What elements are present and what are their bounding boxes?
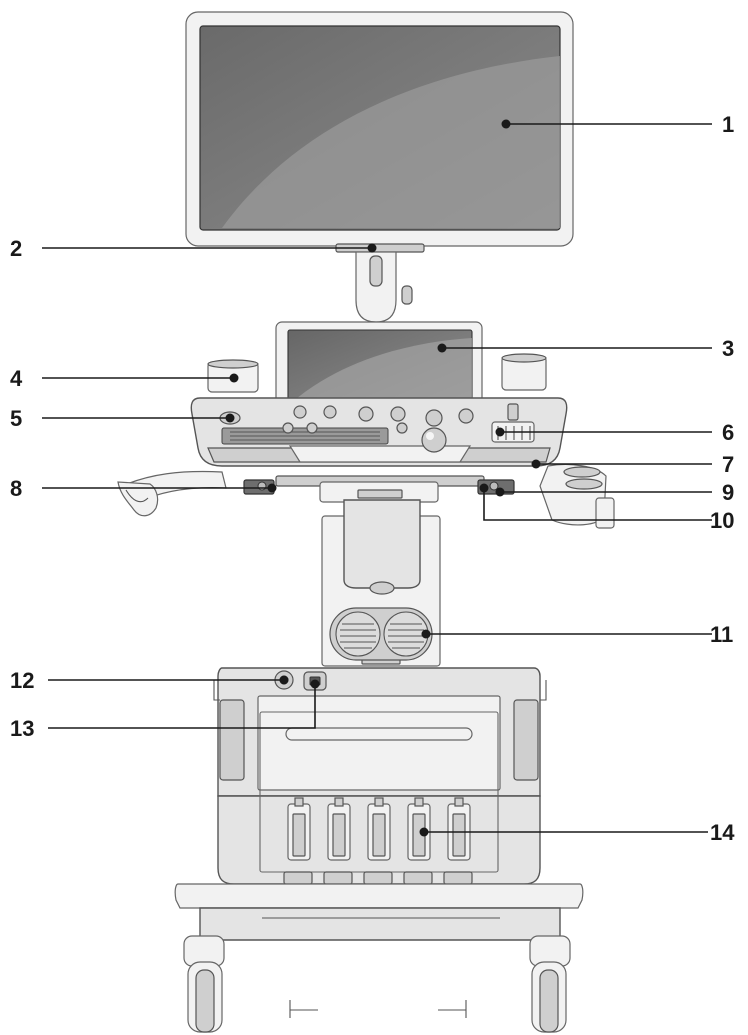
gel-holder-right <box>501 353 547 391</box>
callout-2-label: 2 <box>10 236 22 261</box>
panel-underside <box>243 475 515 503</box>
main-monitor <box>185 11 574 253</box>
base <box>174 883 584 1018</box>
caster-left <box>183 935 225 1033</box>
monitor-screen-reflection <box>222 56 560 228</box>
main-cabinet <box>213 667 547 797</box>
caster-right <box>529 935 571 1033</box>
callout-13: 13 <box>10 679 320 741</box>
front-handle-left <box>117 470 227 517</box>
callout-4-label: 4 <box>10 366 23 391</box>
callout-6: 6 <box>495 420 734 445</box>
probe-holder-right <box>539 463 615 529</box>
front-handle-slot <box>285 727 473 741</box>
speaker-right <box>383 611 429 657</box>
callout-3-label: 3 <box>722 336 734 361</box>
touch-screen <box>275 321 483 413</box>
callout-14-label: 14 <box>710 820 735 845</box>
callout-13-label: 13 <box>10 716 34 741</box>
callout-12-label: 12 <box>10 668 34 693</box>
callout-14: 14 <box>419 820 735 845</box>
callout-1-label: 1 <box>722 112 734 137</box>
callout-8-label: 8 <box>10 476 22 501</box>
monitor-arm <box>355 251 413 323</box>
callout-5: 5 <box>10 406 235 431</box>
callout-9-label: 9 <box>722 480 734 505</box>
callout-6-label: 6 <box>722 420 734 445</box>
callout-12: 12 <box>10 668 289 693</box>
callout-10: 10 <box>479 483 734 533</box>
trackball <box>421 427 447 453</box>
callout-11: 11 <box>421 622 733 647</box>
callout-8: 8 <box>10 476 277 501</box>
callout-7: 7 <box>531 452 734 477</box>
callout-2: 2 <box>10 236 377 261</box>
callout-5-label: 5 <box>10 406 22 431</box>
callout-1: 1 <box>501 112 734 137</box>
callout-4: 4 <box>10 366 239 391</box>
callout-9: 9 <box>495 480 734 505</box>
speakers <box>329 607 433 661</box>
callouts: 1 2 3 4 5 6 7 <box>10 112 735 845</box>
monitor-lock-handle <box>369 255 383 287</box>
probe-ports <box>287 797 471 861</box>
speaker-left <box>335 611 381 657</box>
callout-7-label: 7 <box>722 452 734 477</box>
callout-3: 3 <box>437 336 734 361</box>
control-knobs <box>282 405 474 434</box>
lower-cabinet <box>217 711 541 895</box>
callout-10-label: 10 <box>710 508 734 533</box>
callout-11-label: 11 <box>710 622 733 647</box>
